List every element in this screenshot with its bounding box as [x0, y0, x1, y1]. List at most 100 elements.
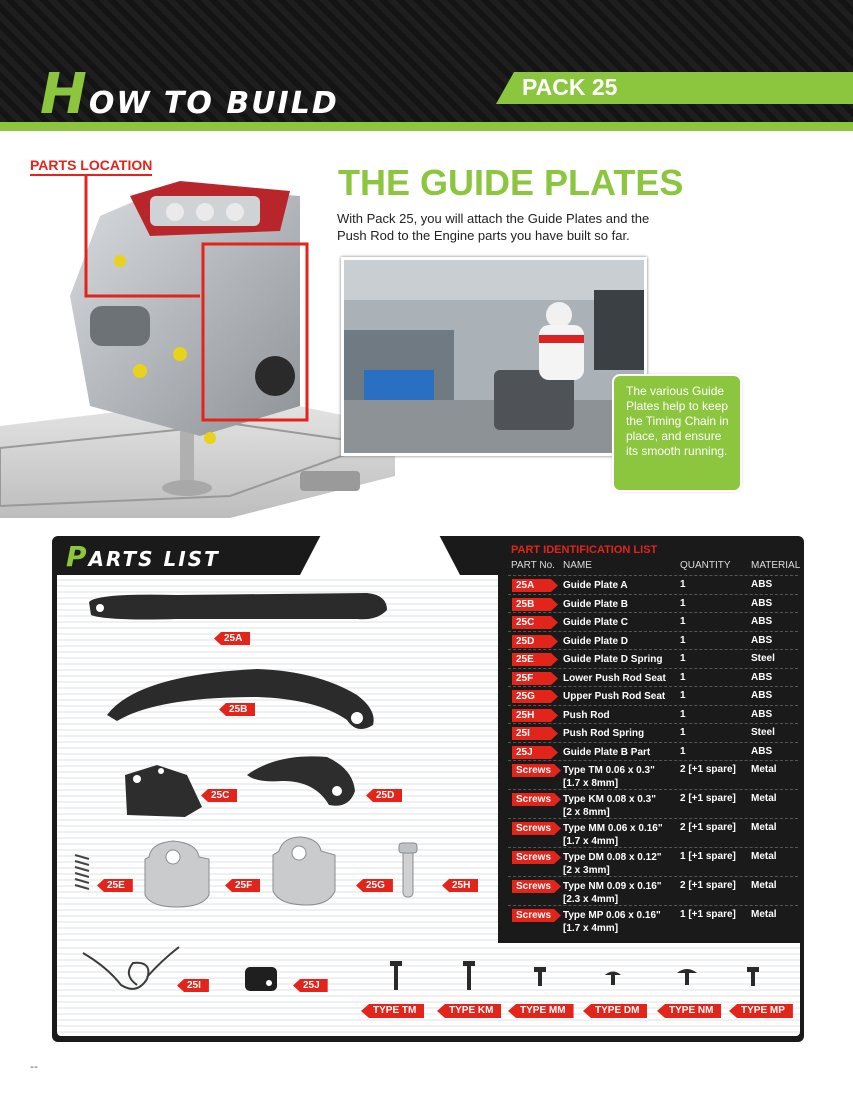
label-25a: 25A: [214, 632, 251, 645]
part-name: Upper Push Rod Seat: [563, 691, 666, 702]
title-initial: H: [40, 62, 89, 127]
part-material: Metal: [751, 793, 777, 804]
part-name: Guide Plate B Part: [563, 747, 651, 758]
part-name: Guide Plate A: [563, 580, 628, 591]
screw-type-nm-label: TYPE NM: [657, 1004, 722, 1018]
id-list-title: PART IDENTIFICATION LIST: [511, 544, 658, 556]
part-quantity: 1: [680, 598, 686, 609]
engine-image: [0, 176, 395, 518]
parts-location-label: PARTS LOCATION: [30, 157, 153, 176]
part-name: Lower Push Rod Seat: [563, 673, 666, 684]
part-material: ABS: [751, 746, 773, 757]
label-25h: 25H: [442, 879, 479, 892]
header-quantity: QUANTITY: [680, 560, 731, 571]
pack-label: PACK 25: [522, 74, 618, 100]
table-row: 25I Push Rod Spring 1 Steel: [508, 723, 798, 742]
page-number: --: [30, 1060, 38, 1073]
label-25f: 25F: [225, 879, 261, 892]
label-25c: 25C: [201, 789, 238, 802]
parts-bottom-area: [57, 943, 800, 1036]
parts-list-initial: P: [66, 540, 89, 573]
label-25d: 25D: [366, 789, 403, 802]
label-25b: 25B: [219, 703, 256, 716]
part-quantity: 2 [+1 spare]: [680, 764, 736, 775]
label-25i: 25I: [177, 979, 209, 992]
part-name: Push Rod Spring: [563, 728, 645, 739]
table-row: 25B Guide Plate B 1 ABS: [508, 594, 798, 613]
part-quantity: 2 [+1 spare]: [680, 793, 736, 804]
part-quantity: 1: [680, 616, 686, 627]
page-title: HOW TO BUILD: [40, 62, 339, 127]
part-name: Type MM 0.06 x 0.16" [1.7 x 4mm]: [563, 823, 663, 847]
part-tag: 25J: [512, 746, 558, 759]
title-rest: OW TO BUILD: [88, 86, 339, 121]
part-tag: Screws: [512, 793, 561, 806]
info-callout: The various Guide Plates help to keep th…: [614, 376, 740, 490]
factory-photo: [341, 257, 647, 456]
section-title: THE GUIDE PLATES: [338, 162, 684, 203]
screw-type-dm-label: TYPE DM: [583, 1004, 648, 1018]
part-quantity: 1 [+1 spare]: [680, 851, 736, 862]
part-tag: 25B: [512, 598, 558, 611]
screw-type-km-label: TYPE KM: [437, 1004, 502, 1018]
part-material: Steel: [751, 727, 775, 738]
part-quantity: 1 [+1 spare]: [680, 909, 736, 920]
parts-list-rest: ARTS LIST: [88, 547, 220, 571]
screw-type-mp-label: TYPE MP: [729, 1004, 793, 1018]
part-quantity: 1: [680, 709, 686, 720]
part-tag: 25G: [512, 690, 558, 703]
header-green-stripe: [0, 122, 853, 131]
part-quantity: 1: [680, 727, 686, 738]
part-name: Type MP 0.06 x 0.16" [1.7 x 4mm]: [563, 910, 661, 934]
screw-type-tm-label: TYPE TM: [361, 1004, 425, 1018]
part-name: Guide Plate D Spring: [563, 654, 663, 665]
table-row: 25C Guide Plate C 1 ABS: [508, 612, 798, 631]
part-tag: Screws: [512, 880, 561, 893]
part-material: Metal: [751, 851, 777, 862]
part-tag: Screws: [512, 851, 561, 864]
part-quantity: 2 [+1 spare]: [680, 880, 736, 891]
part-name: Guide Plate C: [563, 617, 629, 628]
part-name: Guide Plate B: [563, 599, 629, 610]
header-material: MATERIAL: [751, 560, 801, 571]
panel-tab-notch: [300, 529, 460, 575]
part-name: Guide Plate D: [563, 636, 629, 647]
part-material: ABS: [751, 616, 773, 627]
parts-illustrations: [74, 593, 759, 991]
part-quantity: 1: [680, 579, 686, 590]
part-material: ABS: [751, 598, 773, 609]
part-tag: 25C: [512, 616, 558, 629]
part-material: ABS: [751, 672, 773, 683]
part-tag: 25E: [512, 653, 558, 666]
header-part-no: PART No.: [511, 560, 555, 571]
pack-badge: [496, 72, 853, 104]
label-25g: 25G: [356, 879, 393, 892]
intro-text: With Pack 25, you will attach the Guide …: [337, 211, 650, 243]
part-tag: 25I: [512, 727, 558, 740]
part-material: Metal: [751, 764, 777, 775]
part-quantity: 2 [+1 spare]: [680, 822, 736, 833]
part-material: Metal: [751, 909, 777, 920]
part-tag: 25H: [512, 709, 558, 722]
part-material: Steel: [751, 653, 775, 664]
part-quantity: 1: [680, 672, 686, 683]
part-material: Metal: [751, 822, 777, 833]
part-material: Metal: [751, 880, 777, 891]
part-name: Push Rod: [563, 710, 610, 721]
part-name: Type TM 0.06 x 0.3" [1.7 x 8mm]: [563, 765, 655, 789]
header-name: NAME: [563, 560, 592, 571]
part-name: Type KM 0.08 x 0.3" [2 x 8mm]: [563, 794, 656, 818]
parts-list-title: PARTS LIST: [66, 540, 220, 573]
factory-photo-drawing: [344, 260, 644, 453]
